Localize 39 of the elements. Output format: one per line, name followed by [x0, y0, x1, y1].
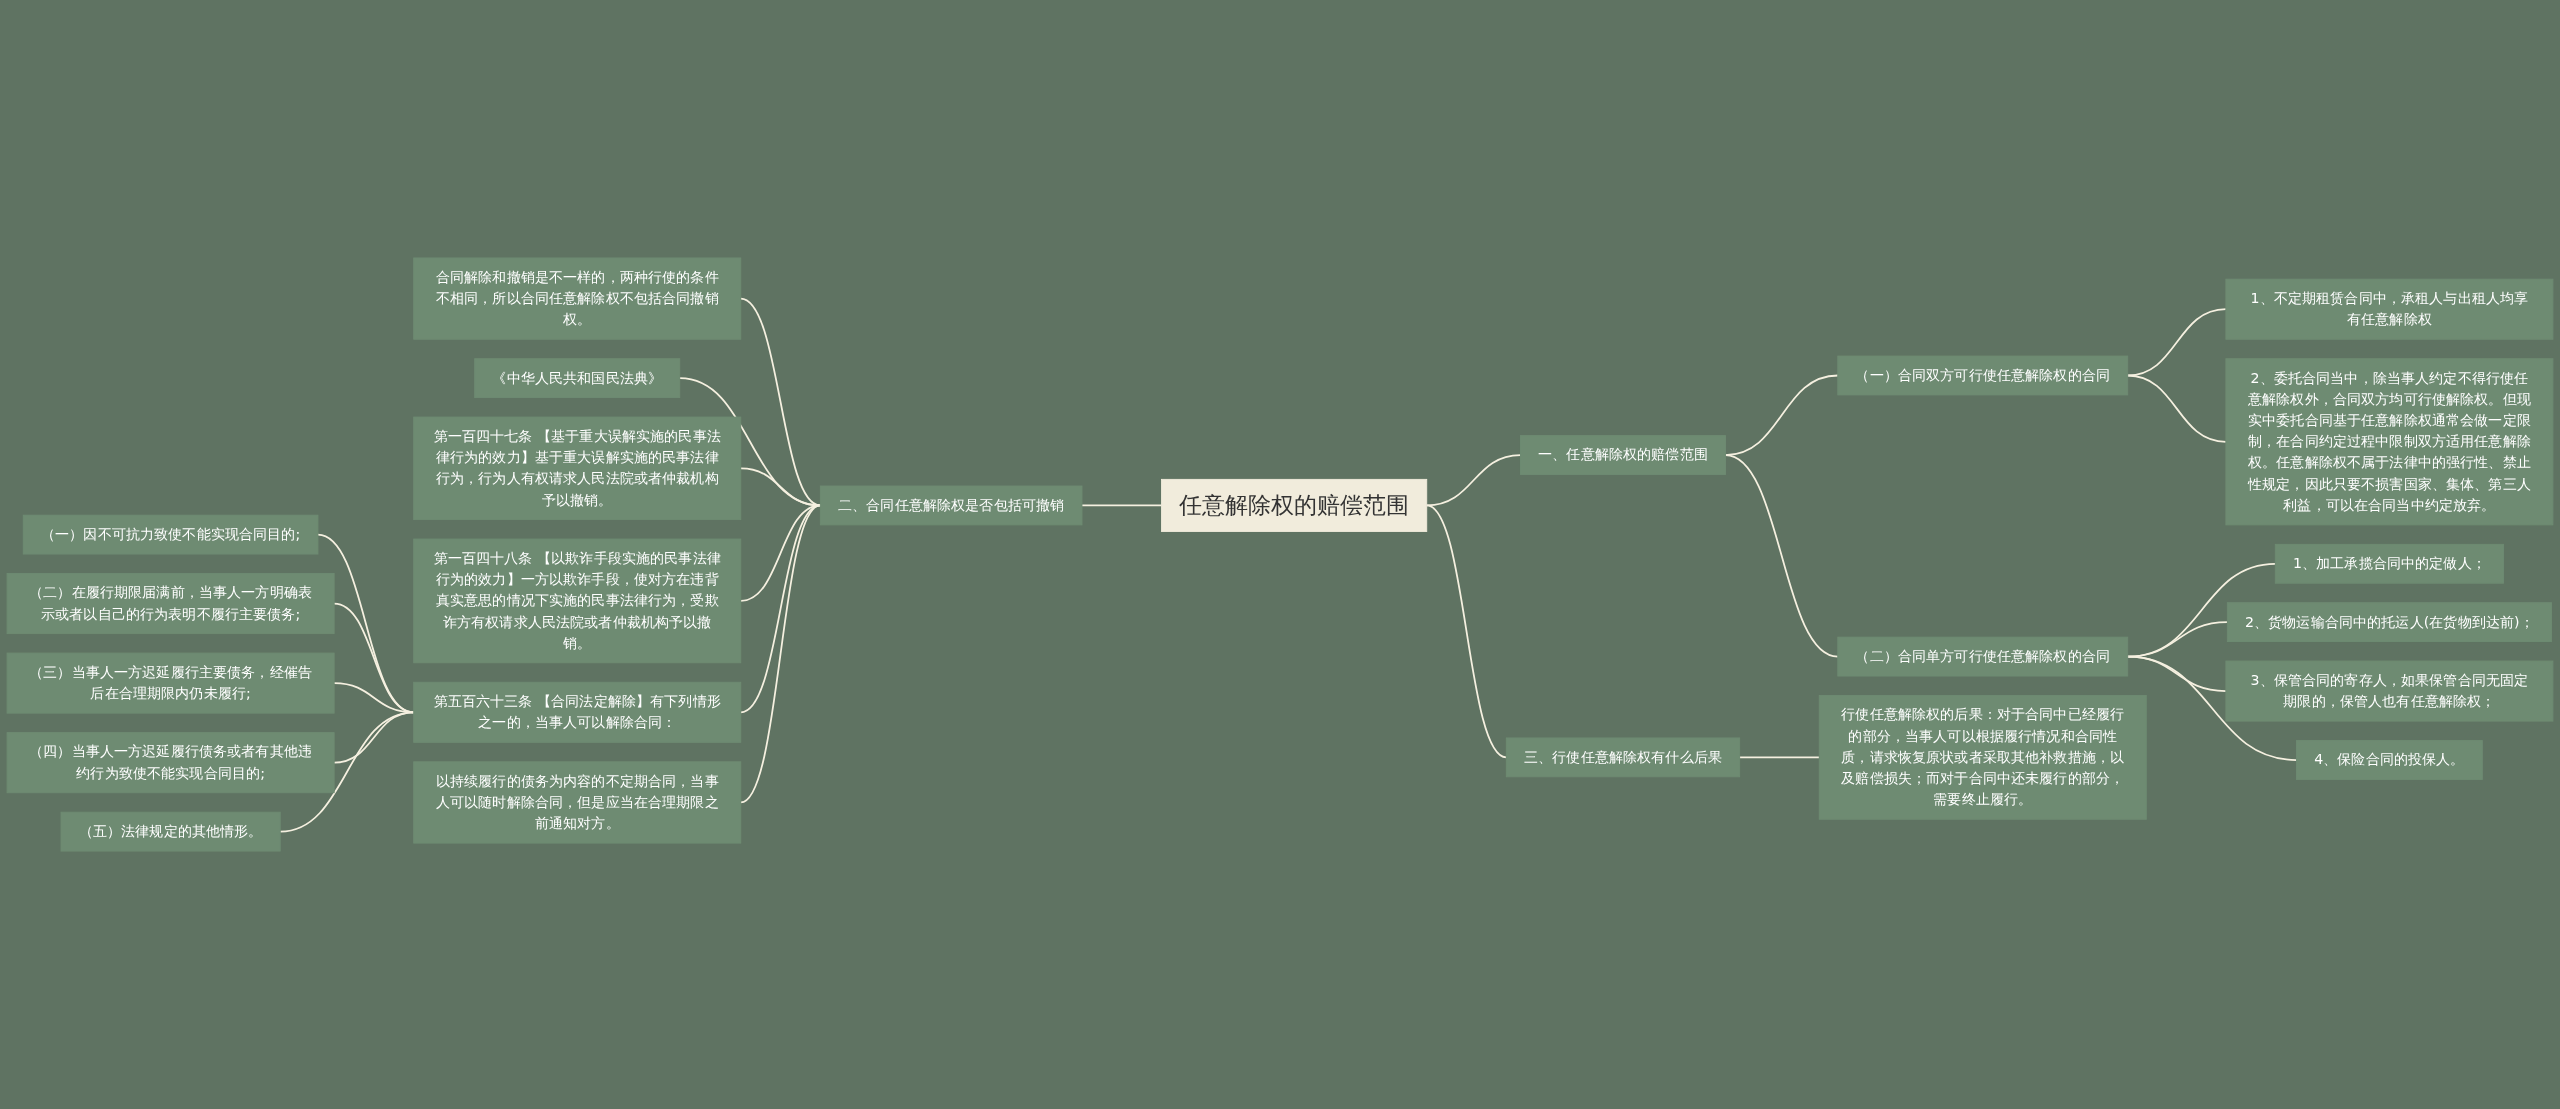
connector — [333, 602, 415, 714]
node-box: 行使任意解除权的后果：对于合同中已经履行的部分，当事人可以根据履行情况和合同性质，请求恢复原状或者采取其他补救措施，以及赔偿损失；而对于合同中还未履行的部分，需要终止履行。 — [1818, 695, 2147, 820]
node-box: 3、保管合同的寄存人，如果保管合同无固定期限的，保管人也有任意解除权； — [2225, 660, 2554, 722]
connector — [1738, 756, 1821, 759]
node-box: 二、合同任意解除权是否包括可撤销 — [819, 485, 1083, 526]
connector — [2126, 374, 2227, 443]
connector — [333, 682, 415, 714]
connector — [317, 533, 415, 714]
node-box: 《中华人民共和国民法典》 — [474, 358, 681, 399]
node-box: （一）因不可抗力致使不能实现合同目的; — [22, 514, 319, 555]
connector — [2126, 655, 2298, 761]
connector — [279, 711, 415, 833]
node-box: （二）合同单方可行使任意解除权的合同 — [1837, 636, 2129, 677]
node-box: （一）合同双方可行使任意解除权的合同 — [1837, 355, 2129, 396]
connector — [1425, 504, 1508, 759]
node-box: 2、货物运输合同中的托运人(在货物到达前)； — [2226, 602, 2552, 642]
node-box: 三、行使任意解除权有什么后果 — [1505, 737, 1741, 778]
connector — [1724, 454, 1839, 658]
connector — [2126, 308, 2227, 377]
node-box: 1、不定期租赁合同中，承租人与出租人均享有任意解除权 — [2225, 278, 2554, 340]
node-box: （四）当事人一方迟延履行债务或者有其他违约行为致使不能实现合同目的; — [6, 732, 335, 794]
connector — [678, 377, 822, 507]
node-box: 一、任意解除权的赔偿范围 — [1520, 435, 1726, 475]
node-box: 4、保险合同的投保人。 — [2296, 740, 2483, 780]
node-box: （五）法律规定的其他情形。 — [60, 811, 281, 852]
node-box: 2、委托合同当中，除当事人约定不得行使任意解除权外，合同双方均可行使解除权。但现实中委托合同基于任意解除权通常会做一定限制，在合同约定过程中限制双方适用任意解除权。任意解除权不属于法律中的强行性、禁止性规定，因此只要不损害国家、集体、第三人利益，可以在合同当中约定放弃。 — [2225, 358, 2554, 526]
connector — [1081, 504, 1163, 507]
node-box: 以持续履行的债务为内容的不定期合同，当事人可以随时解除合同，但是应当在合理期限之前通知对方。 — [413, 761, 742, 844]
node-box: 任意解除权的赔偿范围 — [1161, 478, 1428, 532]
node-box: 第一百四十八条 【以欺诈手段实施的民事法律行为的效力】一方以欺诈手段，使对方在违背真实意思的情况下实施的民事法律行为，受欺诈方有权请求人民法院或者仲裁机构予以撤销。 — [413, 538, 742, 664]
connector — [1425, 454, 1522, 507]
connector — [739, 504, 822, 804]
node-box: 合同解除和撤销是不一样的，两种行使的条件不相同，所以合同任意解除权不包括合同撤销权。 — [413, 257, 742, 340]
connector — [2126, 655, 2227, 692]
node-box: 1、加工承揽合同中的定做人； — [2274, 543, 2504, 584]
node-box: 第五百六十三条 【合同法定解除】有下列情形之一的，当事人可以解除合同： — [413, 681, 742, 743]
node-box: （二）在履行期限届满前，当事人一方明确表示或者以自己的行为表明不履行主要债务; — [6, 573, 335, 635]
node-box: 第一百四十七条 【基于重大误解实施的民事法律行为的效力】基于重大误解实施的民事法律行为，行为人有权请求人民法院或者仲裁机构予以撤销。 — [413, 416, 742, 521]
node-box: （三）当事人一方迟延履行主要债务，经催告后在合理期限内仍未履行; — [6, 652, 335, 714]
